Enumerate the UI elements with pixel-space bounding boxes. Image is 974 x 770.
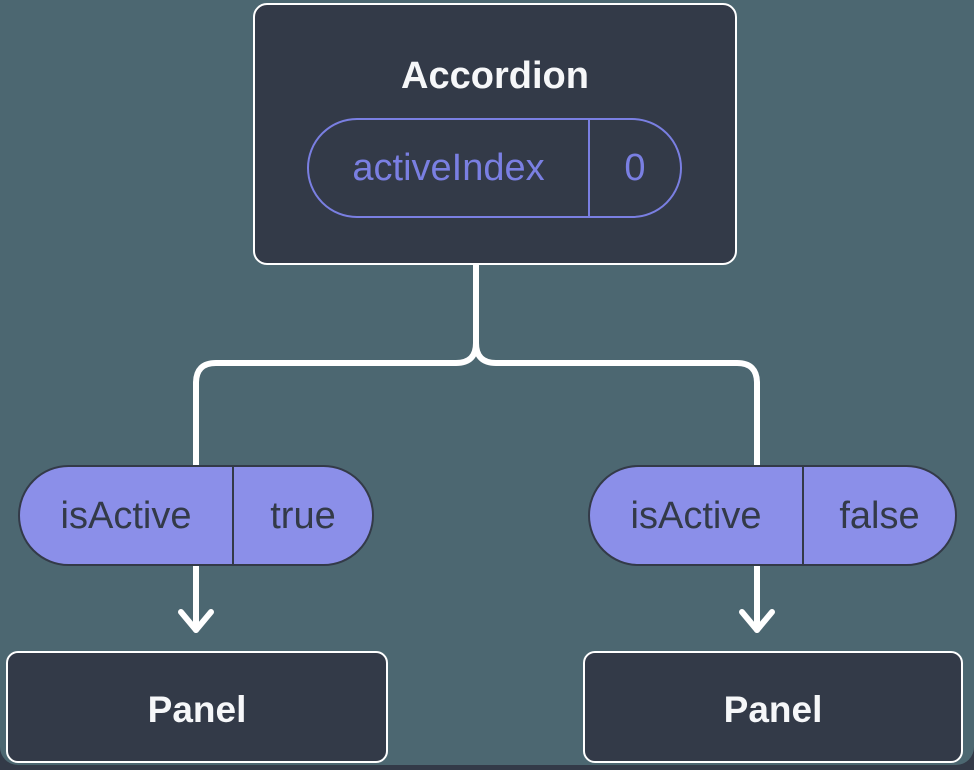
state-name-label: activeIndex <box>352 147 545 189</box>
prop-value-label: false <box>839 494 920 537</box>
prop-value-label: true <box>270 494 336 537</box>
accordion-state-pill: activeIndex 0 <box>307 118 682 218</box>
pill-divider <box>802 467 804 564</box>
accordion-node-title: Accordion <box>401 55 589 97</box>
panel-node-left: Panel <box>6 651 388 763</box>
prop-name-label: isActive <box>60 494 192 537</box>
prop-pill-isactive-true: isActive true <box>18 465 374 566</box>
prop-pill-isactive-false: isActive false <box>588 465 957 566</box>
panel-node-title: Panel <box>723 689 823 730</box>
accordion-node: Accordion activeIndex 0 <box>253 3 737 265</box>
arrowhead-right-icon <box>739 609 775 633</box>
arrowhead-left-icon <box>178 609 214 633</box>
connector-left-branch <box>193 261 479 633</box>
panel-node-right: Panel <box>583 651 963 763</box>
pill-divider <box>588 120 590 216</box>
state-value-label: 0 <box>624 147 646 189</box>
connector-right-branch <box>473 261 760 633</box>
pill-divider <box>232 467 234 564</box>
panel-node-title: Panel <box>147 689 247 730</box>
prop-name-label: isActive <box>630 494 762 537</box>
